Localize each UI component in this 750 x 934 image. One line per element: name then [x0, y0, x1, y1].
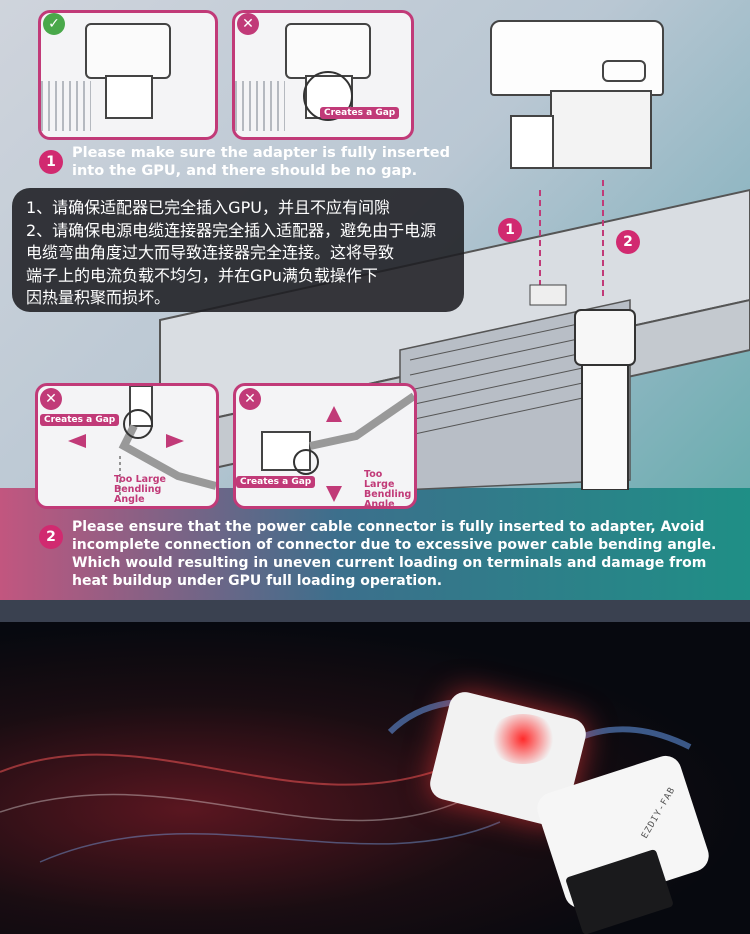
- creates-gap-tag: Creates a Gap: [40, 414, 120, 426]
- note-line: 2、请确保电源电缆连接器完全插入适配器，避免由于电源: [26, 220, 437, 240]
- instruction-section: 1 2 ✓ ✕ Creates a Gap 1 Please make sure…: [0, 0, 750, 622]
- cable-bend-drawing: [261, 392, 414, 502]
- diagram-marker-1: 1: [498, 218, 522, 242]
- diagram-marker-2: 2: [616, 230, 640, 254]
- too-large-angle-label: Too Large Bendling Angle: [364, 469, 412, 509]
- section-divider: [0, 600, 750, 622]
- too-large-angle-label: Too Large Bendling Angle: [114, 474, 166, 505]
- check-icon: ✓: [43, 13, 65, 35]
- step1-number: 1: [39, 150, 63, 174]
- note-line: 1、请确保适配器已完全插入GPU，并且不应有间隙: [26, 198, 390, 217]
- step2-text: Please ensure that the power cable conne…: [72, 519, 717, 589]
- product-photo: EZDIY-FAB: [0, 622, 750, 934]
- step2-number: 2: [39, 525, 63, 549]
- note-line: 端子上的电流负载不均匀，并在GPu满负载操作下: [26, 265, 378, 285]
- panel-correct-insert: [38, 10, 218, 140]
- adapter-illustration: [490, 20, 666, 170]
- cable-bend-drawing: [68, 386, 216, 498]
- panel-bend-vertical: Creates a Gap Too Large Bendling Angle: [233, 383, 417, 509]
- heat-glow: [488, 714, 558, 764]
- cross-icon: ✕: [239, 388, 261, 410]
- creates-gap-tag: Creates a Gap: [320, 107, 400, 119]
- cross-icon: ✕: [40, 388, 62, 410]
- step1-text: Please make sure the adapter is fully in…: [72, 145, 450, 179]
- caption-band: [0, 488, 750, 622]
- chinese-note: 1、请确保适配器已完全插入GPU，并且不应有间隙 2、请确保电源电缆连接器完全插…: [12, 188, 464, 312]
- creates-gap-tag: Creates a Gap: [236, 476, 316, 488]
- cross-icon: ✕: [237, 13, 259, 35]
- panel-gap-insert: [232, 10, 414, 140]
- note-line: 因热量积聚而损坏。: [26, 288, 171, 307]
- adapter-drawing: [85, 23, 171, 79]
- panel-bend-side: Creates a Gap Too Large Bendling Angle: [35, 383, 219, 509]
- note-line: 电缆弯曲角度过大而导致连接器完全连接。这将导致: [26, 243, 395, 262]
